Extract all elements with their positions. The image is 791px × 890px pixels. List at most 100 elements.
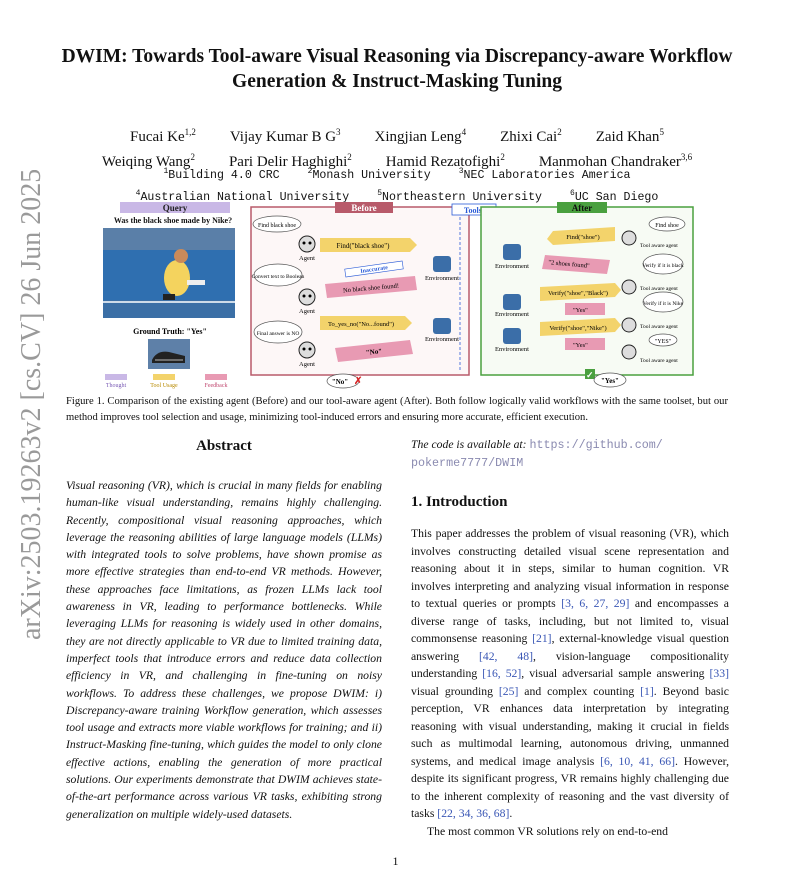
- after-call-5: Verify("shoe","Nike"): [549, 325, 606, 332]
- svg-text:✓: ✓: [586, 370, 594, 380]
- after-call-1: Find("shoe"): [566, 234, 599, 241]
- after-header: [557, 202, 607, 213]
- after-call-6: "Yes": [573, 342, 588, 349]
- intro-text-fragment: , vision-language compositionality under…: [411, 649, 729, 681]
- arxiv-stamp-text: arXiv:2503.19263v2 [cs.CV] 26 Jun 2025: [16, 170, 47, 640]
- author-2: Vijay Kumar B G3: [229, 127, 341, 145]
- before-call-2: No black shoe found!: [343, 283, 400, 295]
- after-env-label-1: Environment: [495, 263, 529, 270]
- author-row-2: Weiqing Wang2 Pari Delir Haghighi2 Hamid R…: [60, 147, 734, 172]
- intro-text-fragment: . However, despite its significant progr…: [411, 754, 729, 821]
- before-env-1-icon: [433, 256, 451, 272]
- author-row2-1: Weiqing Wang2: [101, 152, 195, 170]
- before-call-3: To_yes_no("No...found"): [328, 321, 394, 328]
- check-mark-icon: [585, 369, 595, 379]
- author-row2-4: Manmohan Chandraker3,6: [538, 152, 693, 170]
- before-header: [335, 202, 393, 213]
- after-result: "Yes": [601, 377, 619, 385]
- before-env-label-1: Environment: [425, 275, 459, 282]
- affiliation-2: 2Monash University: [307, 167, 431, 182]
- after-agent-3-icon: [621, 317, 637, 333]
- intro-heading: 1. Introduction: [411, 494, 508, 510]
- before-agent-label-3: Agent: [299, 361, 315, 368]
- before-env-2-icon: [433, 318, 451, 334]
- code-prefix: The code is available at:: [411, 438, 527, 451]
- after-agent-1-icon: [621, 230, 637, 246]
- after-agent-label-2: Tool aware agent: [640, 286, 678, 292]
- code-availability: The code is available at: https://github…: [411, 436, 729, 472]
- after-call-2: "2 shoes found": [548, 259, 590, 270]
- author-row2-3: Hamid Rezatofighi2: [385, 152, 505, 170]
- after-env-1-icon: [503, 244, 521, 260]
- query-label: Query: [163, 203, 188, 213]
- ground-truth-label: Ground Truth: "Yes": [133, 327, 207, 336]
- before-result: "No": [332, 378, 348, 386]
- abstract-heading: Abstract: [196, 438, 252, 454]
- legend-tool-usage: Tool Usage: [150, 383, 178, 389]
- before-agent-label-2: Agent: [299, 308, 315, 315]
- citation-link[interactable]: [33]: [709, 667, 729, 680]
- citation-link[interactable]: [6, 10, 41, 66]: [600, 754, 675, 768]
- legend-thought: Thought: [106, 383, 127, 389]
- paper-title: DWIM: Towards Tool-aware Visual Reasonin…: [60, 44, 734, 94]
- before-step-2: Convert text to Boolean: [252, 274, 305, 280]
- legend-feedback: Feedback: [205, 383, 228, 389]
- author-1: Fucai Ke1,2: [130, 127, 196, 145]
- citation-link[interactable]: [42, 48]: [478, 649, 533, 663]
- legend-feedback-swatch: [205, 374, 227, 380]
- citation-link[interactable]: [1]: [640, 684, 654, 698]
- before-agent-3-icon: [298, 341, 316, 359]
- left-column: Abstract Visual reasoning (VR), which is…: [66, 436, 382, 823]
- intro-text-fragment: and encompasses a diverse range of tasks…: [411, 597, 729, 645]
- affiliation-row2-3: 6UC San Diego: [570, 188, 659, 204]
- author-5: Zaid Khan5: [595, 127, 664, 145]
- author-row2-2: Pari Delir Haghighi2: [228, 152, 352, 170]
- after-step-3: Verify if it is Nike: [643, 300, 684, 307]
- citation-link[interactable]: [3, 6, 27, 29]: [561, 597, 630, 610]
- arxiv-stamp: arXiv:2503.19263v2 [cs.CV] 26 Jun 2025: [10, 169, 50, 650]
- intro-text-fragment: . Beyond basic perception, VR enhances d…: [411, 684, 729, 768]
- after-step-2: Verify if it is black: [642, 262, 683, 269]
- before-env-label-2: Environment: [425, 336, 459, 343]
- page-number: 1: [392, 854, 399, 868]
- after-env-label-3: Environment: [495, 346, 529, 353]
- before-agent-1-icon: [298, 235, 316, 253]
- intro-text-fragment: and complex counting: [518, 684, 641, 698]
- intro-paragraph-2: The most common VR solutions rely on end…: [427, 824, 668, 838]
- abstract-text: Visual reasoning (VR), which is crucial …: [66, 479, 382, 821]
- intro-text-fragment: , external-knowledge visual question ans…: [411, 632, 729, 663]
- before-call-4: "No": [366, 347, 383, 356]
- before-agent-2-icon: [298, 288, 316, 306]
- author-4: Zhixi Cai2: [500, 127, 562, 145]
- citation-link[interactable]: [21]: [532, 632, 552, 645]
- after-agent-2-icon: [621, 279, 637, 295]
- before-call-1: Find("black shoe"): [337, 242, 391, 250]
- after-agent-4-icon: [621, 344, 637, 360]
- citation-link[interactable]: [16, 52]: [482, 667, 522, 680]
- intro-text-fragment: This paper addresses the problem of visu…: [411, 527, 729, 610]
- query-header: [120, 202, 230, 213]
- after-call-7: "YES": [655, 339, 672, 345]
- tennis-photo: [103, 228, 235, 318]
- inaccurate-label: Inaccurate: [360, 265, 389, 275]
- after-call-3: Verify("shoe","Black"): [548, 290, 608, 297]
- figure-1: Query Was the black shoe made by Nike? G…: [95, 200, 695, 392]
- before-agent-label-1: Agent: [299, 255, 315, 262]
- intro-text-fragment: , visual adversarial sample answering: [521, 667, 710, 680]
- citation-link[interactable]: [22, 34, 36, 68]: [437, 807, 510, 820]
- code-url-2[interactable]: pokerme7777/DWIM: [411, 456, 524, 470]
- citation-link[interactable]: [25]: [498, 684, 519, 698]
- legend-thought-swatch: [105, 374, 127, 380]
- code-url-1[interactable]: https://github.com/: [529, 438, 663, 452]
- before-step-1: Find black shoe: [258, 223, 296, 229]
- after-step-1: Find shoe: [655, 223, 679, 229]
- figure-caption: Figure 1. Comparison of the existing age…: [66, 396, 728, 423]
- after-call-4: "Yes": [573, 307, 588, 314]
- after-label: After: [572, 203, 592, 213]
- after-agent-label-1: Tool aware agent: [640, 243, 678, 249]
- affiliation-3: 3NEC Laboratories America: [458, 167, 631, 182]
